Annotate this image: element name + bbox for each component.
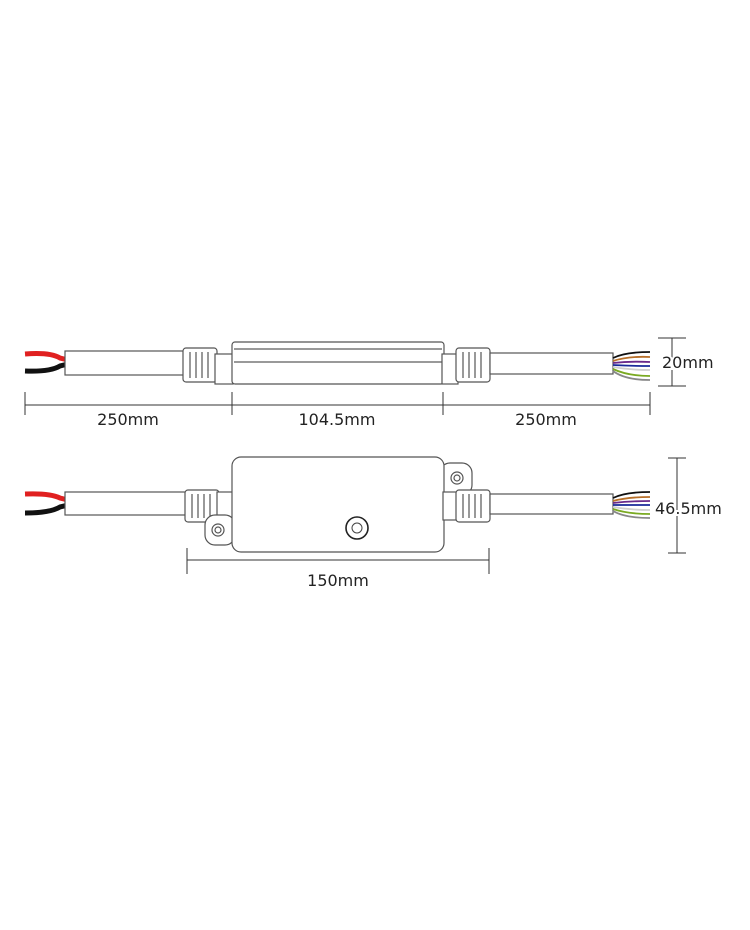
right-cable-length-label: 250mm <box>515 410 577 429</box>
right-cable-gland <box>441 347 491 385</box>
output-cable <box>489 352 614 375</box>
side-view: 250mm 104.5mm 250mm 20mm <box>24 337 716 429</box>
button[interactable] <box>345 516 369 540</box>
input-wires-top <box>24 491 69 516</box>
length-label: 150mm <box>307 571 369 590</box>
controller-body-side <box>231 341 445 385</box>
output-wires-top <box>612 491 651 519</box>
controller-body-top <box>231 456 445 553</box>
mounting-ear-left <box>204 514 236 546</box>
height-dimension-line <box>658 337 686 387</box>
top-view: 150mm 46.5mm <box>24 456 724 590</box>
left-cable-length-label: 250mm <box>97 410 159 429</box>
height-label: 20mm <box>662 353 714 372</box>
width-label: 46.5mm <box>655 499 722 518</box>
horizontal-dimension-line <box>24 392 651 415</box>
output-cable-top <box>489 493 614 515</box>
right-gland-top <box>442 489 491 523</box>
input-cable <box>64 350 188 376</box>
mounting-ear-right <box>439 462 473 496</box>
output-wires <box>612 351 651 381</box>
width-dimension-line <box>668 457 686 554</box>
input-wires <box>24 351 69 374</box>
body-length-label: 104.5mm <box>299 410 376 429</box>
length-dimension-line <box>186 548 490 574</box>
left-gland-top <box>184 489 234 523</box>
left-cable-gland <box>182 347 234 385</box>
input-cable-top <box>64 491 188 516</box>
